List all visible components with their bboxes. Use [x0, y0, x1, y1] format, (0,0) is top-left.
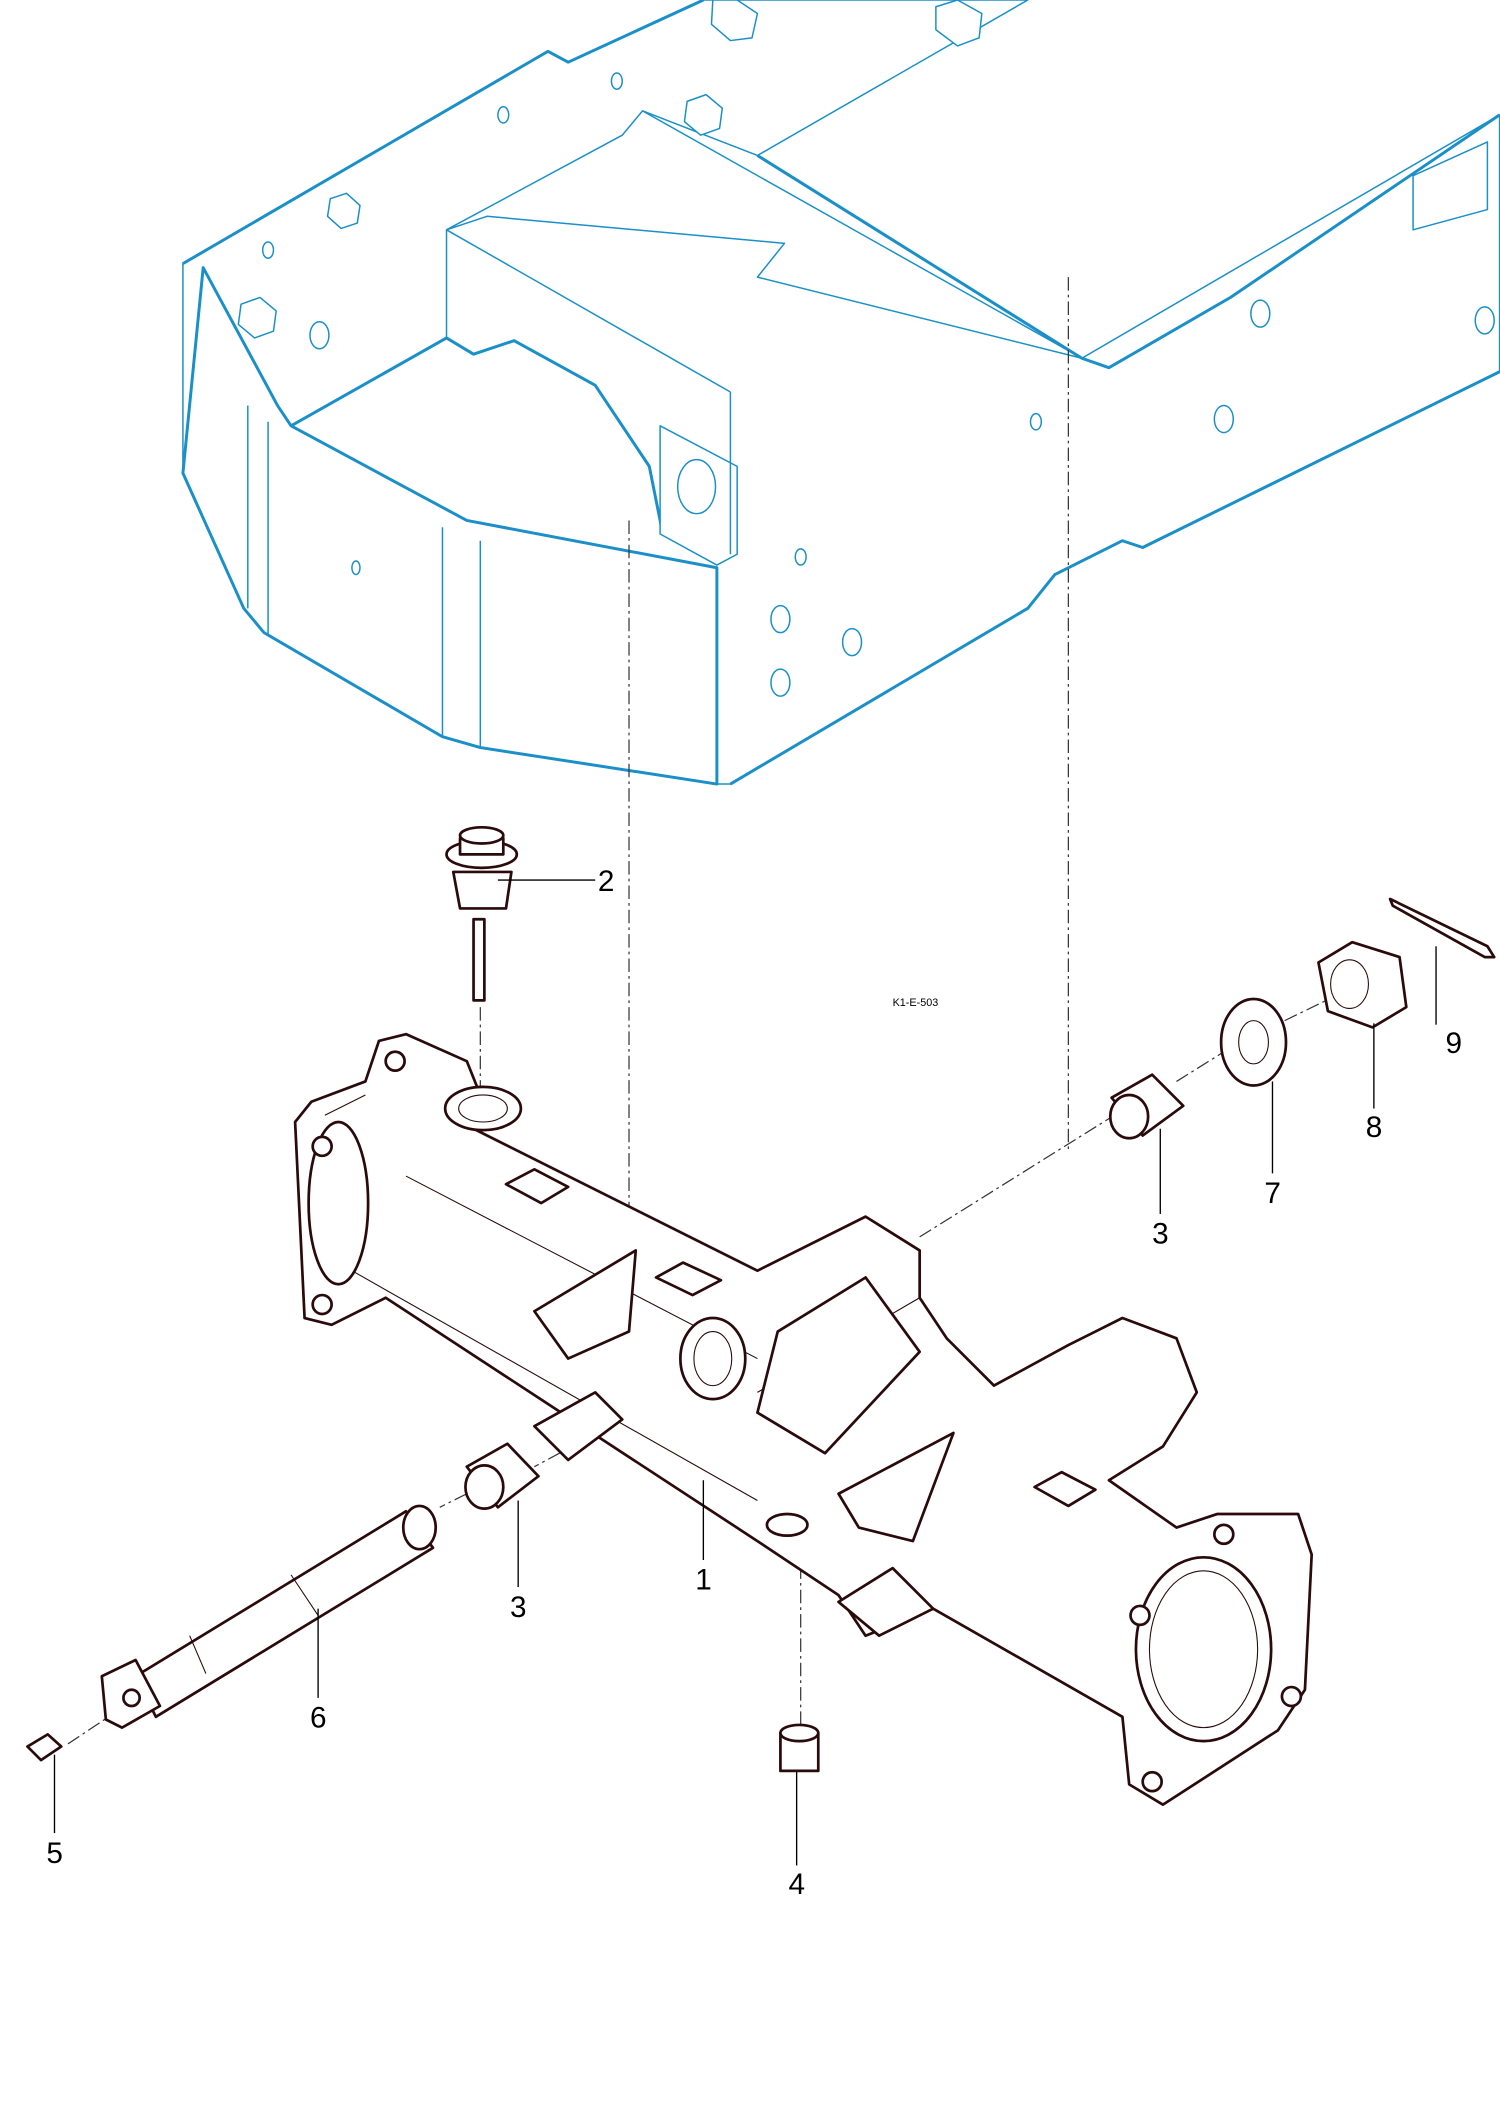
drawing-reference: K1-E-503	[893, 997, 939, 1009]
pin-part-6	[100, 1504, 438, 1729]
callout-8: 8	[1366, 1111, 1383, 1144]
callout-5: 5	[46, 1837, 63, 1870]
frame-bolts	[237, 0, 983, 339]
nut-part-8	[1317, 940, 1408, 1029]
bushing-part-3-right	[1108, 1073, 1185, 1140]
callout-2: 2	[598, 865, 615, 898]
cotter-pin-part-9	[1388, 897, 1496, 959]
washer-part-7	[1219, 997, 1288, 1087]
callout-6: 6	[310, 1702, 327, 1735]
callout-leaders	[53, 879, 1437, 1866]
vehicle-frame	[181, 0, 1500, 786]
callout-9: 9	[1446, 1027, 1463, 1060]
callout-1: 1	[695, 1564, 712, 1597]
grease-nipple-part-5	[26, 1733, 63, 1762]
axle-housing	[293, 1032, 1314, 1807]
callout-3-left: 3	[510, 1591, 527, 1624]
bushing-part-3-left	[464, 1442, 540, 1510]
frame-holes	[261, 72, 1495, 697]
plug-part-4	[779, 1723, 820, 1773]
callout-3-right: 3	[1152, 1218, 1169, 1251]
breather-part-2	[445, 825, 519, 1002]
callout-7: 7	[1264, 1177, 1281, 1210]
callout-4: 4	[789, 1868, 806, 1901]
